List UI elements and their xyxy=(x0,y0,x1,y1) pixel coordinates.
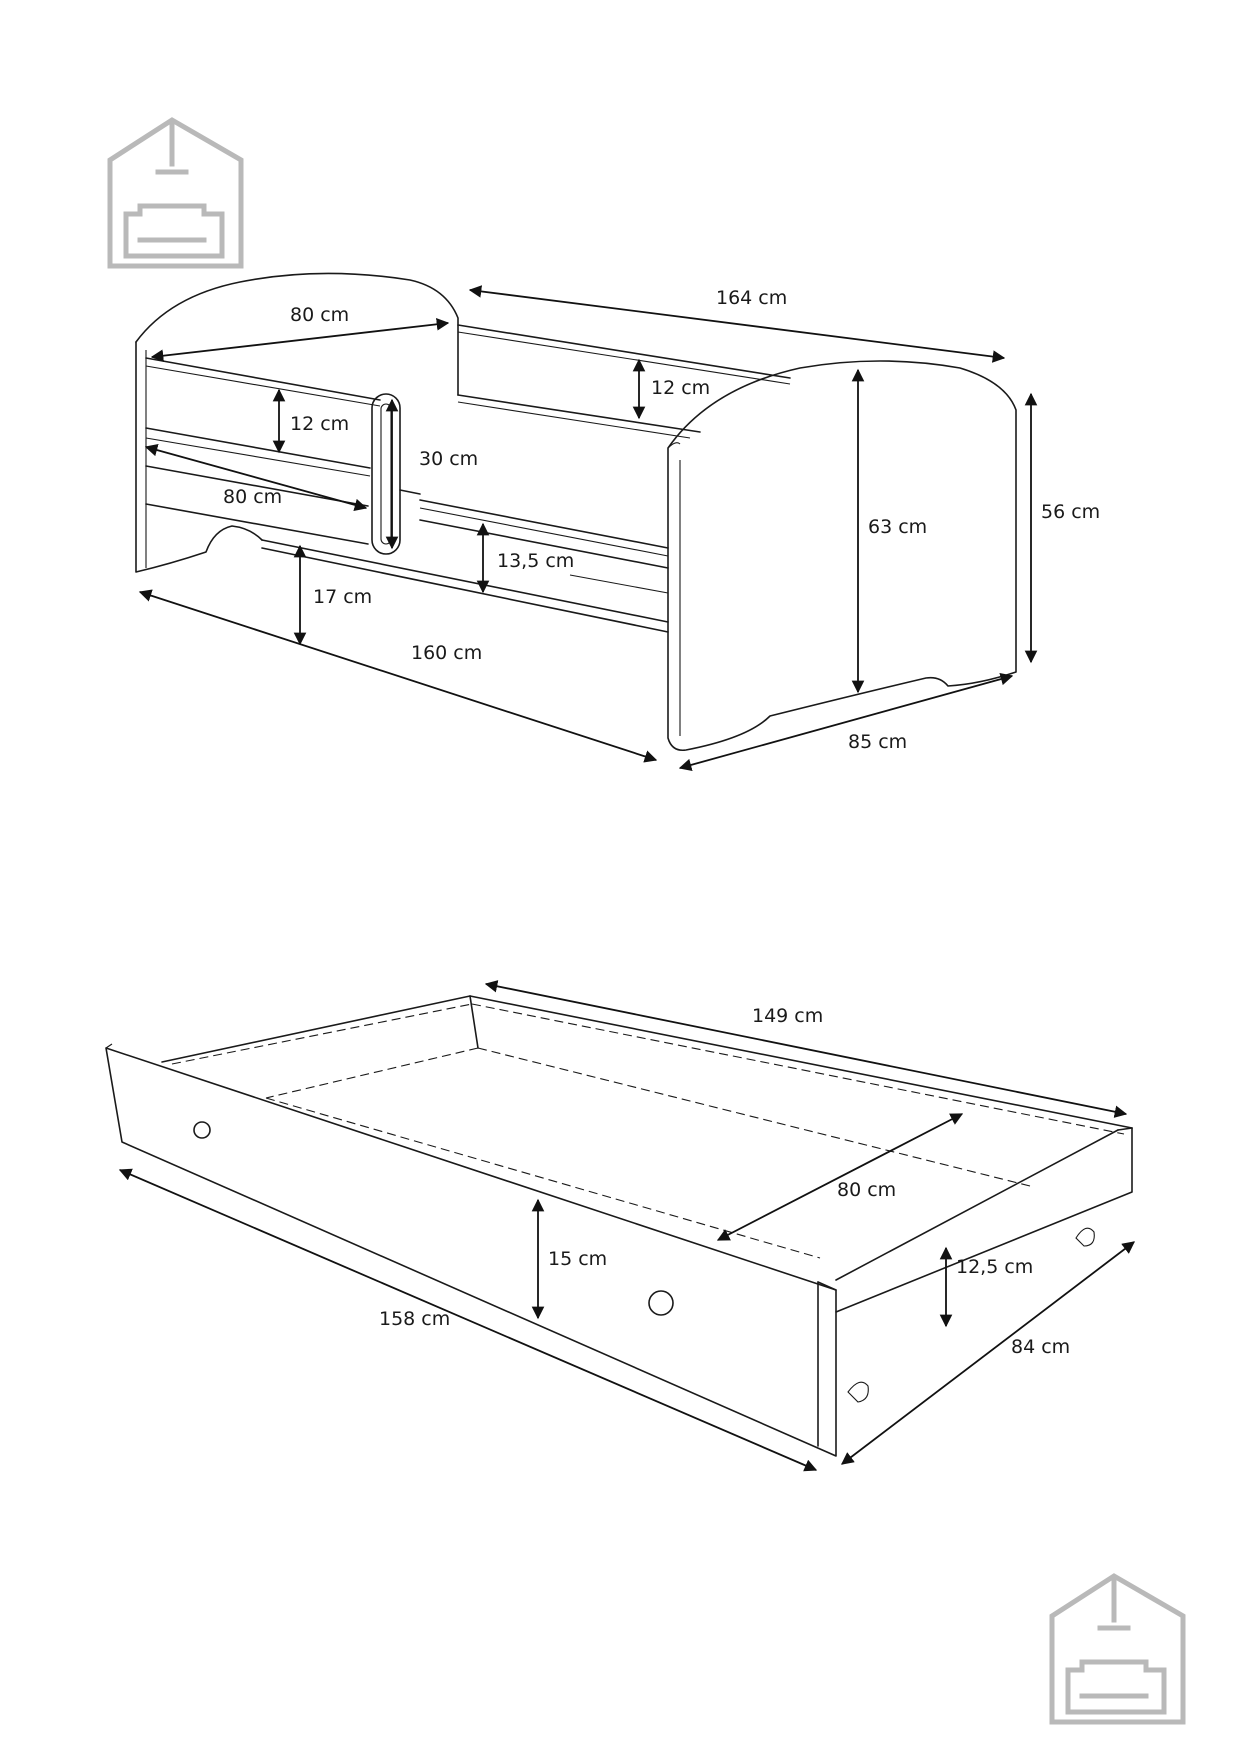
inner-width-dim xyxy=(716,1113,964,1241)
back-rail-height-label: 12 cm xyxy=(651,377,711,399)
front-height-label: 15 cm xyxy=(548,1248,608,1270)
drawer-dimension-lines xyxy=(118,980,1136,1472)
side-height-label: 13,5 cm xyxy=(497,550,575,572)
guard-length-dim xyxy=(144,443,368,512)
depth-label: 85 cm xyxy=(848,731,908,753)
total-length-dim xyxy=(468,285,1006,363)
outer-width-label: 84 cm xyxy=(1011,1336,1071,1358)
home-furniture-logo-icon xyxy=(107,117,244,269)
outer-length-label: 158 cm xyxy=(379,1308,451,1330)
headboard-width-label: 80 cm xyxy=(290,304,350,326)
frame-length-dim xyxy=(138,589,658,763)
guard-height-label: 30 cm xyxy=(419,448,479,470)
frame-length-label: 160 cm xyxy=(411,642,483,664)
headboard-width-dim xyxy=(150,318,450,362)
total-length-label: 164 cm xyxy=(716,287,788,309)
inner-length-label: 149 cm xyxy=(752,1005,824,1027)
outer-length-dim xyxy=(118,1168,818,1472)
bed-dimension-lines xyxy=(138,285,1038,772)
footboard-height-label: 56 cm xyxy=(1041,501,1101,523)
inner-length-dim xyxy=(484,980,1128,1118)
floor-clearance-label: 17 cm xyxy=(313,586,373,608)
depth-dim xyxy=(678,672,1014,772)
home-furniture-logo-icon xyxy=(1049,1573,1186,1725)
headboard-height-label: 63 cm xyxy=(868,516,928,538)
front-rail-height-label: 12 cm xyxy=(290,413,350,435)
drawer-side-height-label: 12,5 cm xyxy=(956,1256,1034,1278)
inner-width-label: 80 cm xyxy=(837,1179,897,1201)
outer-width-dim xyxy=(840,1241,1136,1465)
drawer-drawing xyxy=(105,995,1133,1457)
guard-length-label: 80 cm xyxy=(223,486,283,508)
bed-drawing xyxy=(135,272,1017,752)
